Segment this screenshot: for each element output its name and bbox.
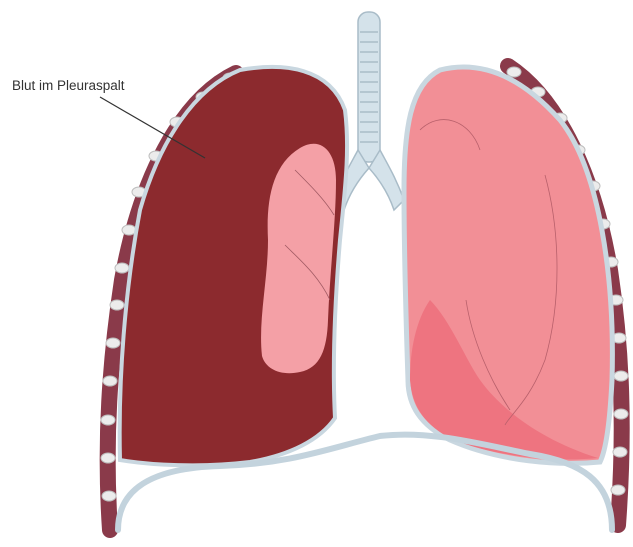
- rib-bone: [115, 263, 129, 273]
- rib-bone: [614, 409, 628, 419]
- rib-bone: [103, 376, 117, 386]
- rib-bone: [613, 447, 627, 457]
- rib-bone: [102, 491, 116, 501]
- rib-bone: [110, 300, 124, 310]
- rib-bone: [614, 371, 628, 381]
- healthy-lung: [404, 67, 612, 463]
- hemothorax-side: [120, 67, 347, 465]
- rib-bone: [101, 453, 115, 463]
- rib-bone: [106, 338, 120, 348]
- rib-bone: [611, 485, 625, 495]
- rib-bone: [507, 67, 521, 77]
- blood-in-pleural-space-label: Blut im Pleuraspalt: [12, 78, 125, 93]
- rib-bone: [101, 415, 115, 425]
